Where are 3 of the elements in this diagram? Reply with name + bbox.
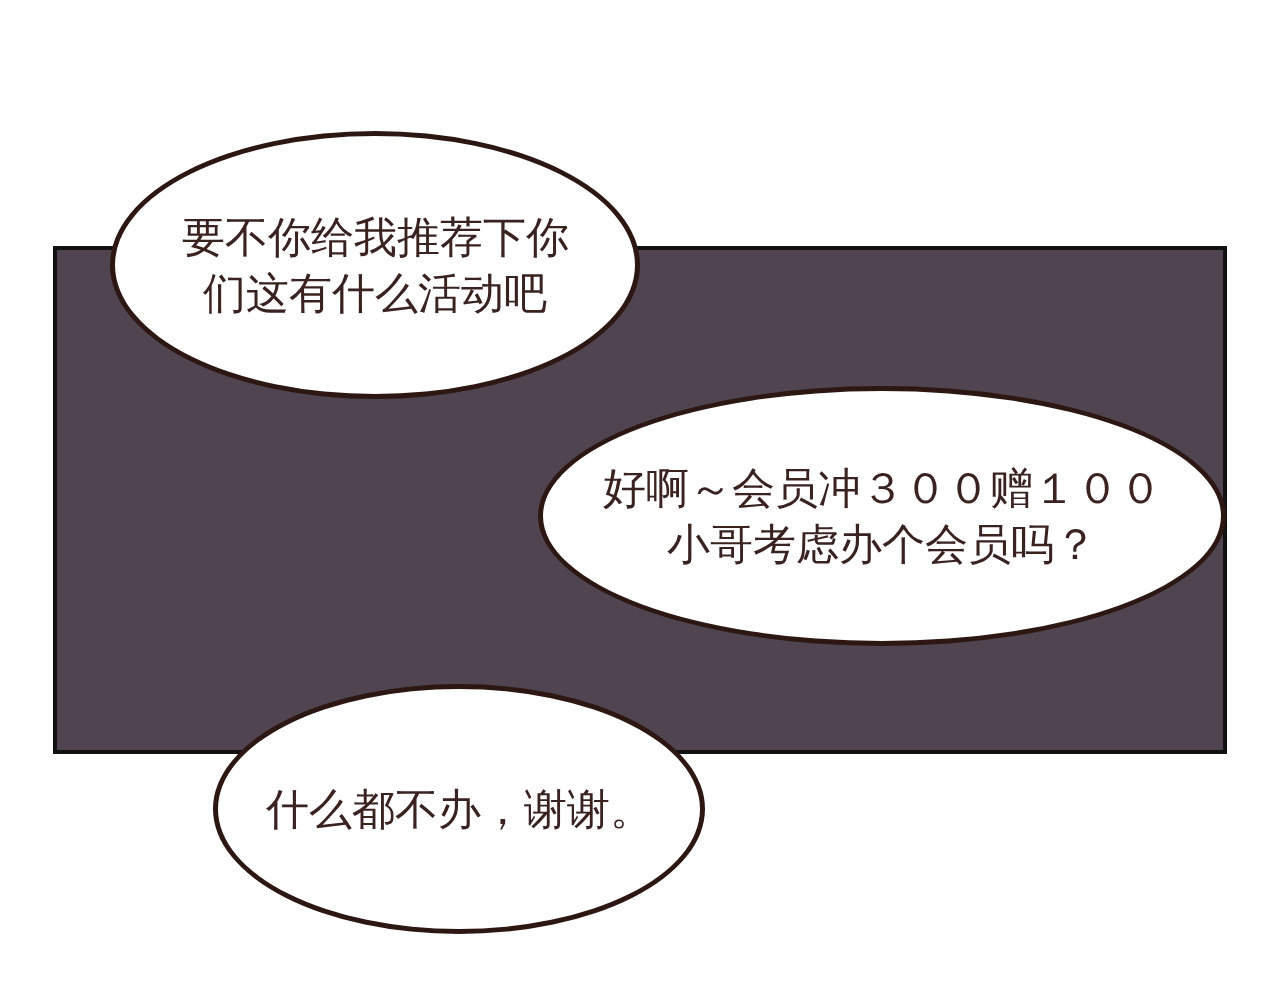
speech-text: 要不你给我推荐下你们这有什么活动吧 [180, 211, 570, 320]
speech-text: 什么都不办，谢谢。 [264, 783, 654, 836]
speech-text: 好啊～会员冲３００赠１００小哥考虑办个会员吗？ [601, 462, 1163, 571]
